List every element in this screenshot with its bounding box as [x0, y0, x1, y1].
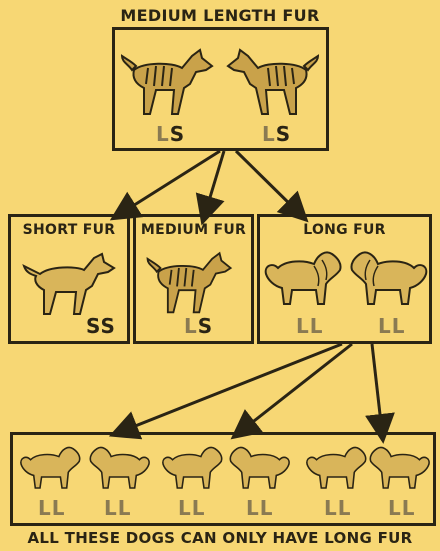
grandchildren-box [10, 432, 436, 526]
grandchild-dog-2-icon [89, 446, 150, 489]
parents-box [112, 27, 329, 151]
parent-right-genotype: LS [262, 122, 292, 146]
grandchild-dog-6-icon [369, 446, 430, 489]
long-fur-label: LONG FUR [303, 222, 386, 238]
arrow-to-gc-left [108, 342, 343, 440]
grandchild-dog-5-icon [306, 446, 367, 489]
arrow-to-gc-right [365, 343, 395, 444]
arrow-to-long [234, 149, 309, 223]
medium-fur-genotype: LS [184, 314, 214, 338]
long-fur-box [257, 214, 432, 344]
short-fur-label: SHORT FUR [22, 222, 116, 238]
long-fur-dog-left-icon [264, 251, 342, 305]
arrow-to-gc-mid [230, 342, 353, 440]
top-title: MEDIUM LENGTH FUR [120, 6, 320, 25]
arrow-to-medium [195, 150, 226, 226]
medium-fur-box [133, 214, 254, 344]
parent-dog-right-icon [226, 48, 320, 115]
long-fur-right-genotype: LL [378, 314, 406, 338]
grandchild-2-genotype: LL [104, 496, 132, 520]
grandchild-dog-4-icon [229, 446, 290, 489]
short-fur-dog-icon [22, 252, 116, 315]
medium-fur-dog-icon [146, 251, 233, 314]
arrow-to-short [109, 149, 221, 221]
grandchild-dog-1-icon [20, 446, 81, 489]
parent-dog-left-icon [120, 48, 214, 115]
grandchild-6-genotype: LL [388, 496, 416, 520]
grandchild-dog-3-icon [162, 446, 223, 489]
grandchild-4-genotype: LL [246, 496, 274, 520]
bottom-caption: ALL THESE DOGS CAN ONLY HAVE LONG FUR [27, 529, 413, 547]
parent-left-genotype: LS [156, 122, 186, 146]
grandchild-5-genotype: LL [324, 496, 352, 520]
long-fur-left-genotype: LL [296, 314, 324, 338]
medium-fur-label: MEDIUM FUR [140, 222, 247, 238]
short-fur-box [8, 214, 130, 344]
grandchild-3-genotype: LL [178, 496, 206, 520]
grandchild-1-genotype: LL [38, 496, 66, 520]
short-fur-genotype: SS [86, 314, 116, 338]
long-fur-dog-right-icon [350, 251, 428, 305]
